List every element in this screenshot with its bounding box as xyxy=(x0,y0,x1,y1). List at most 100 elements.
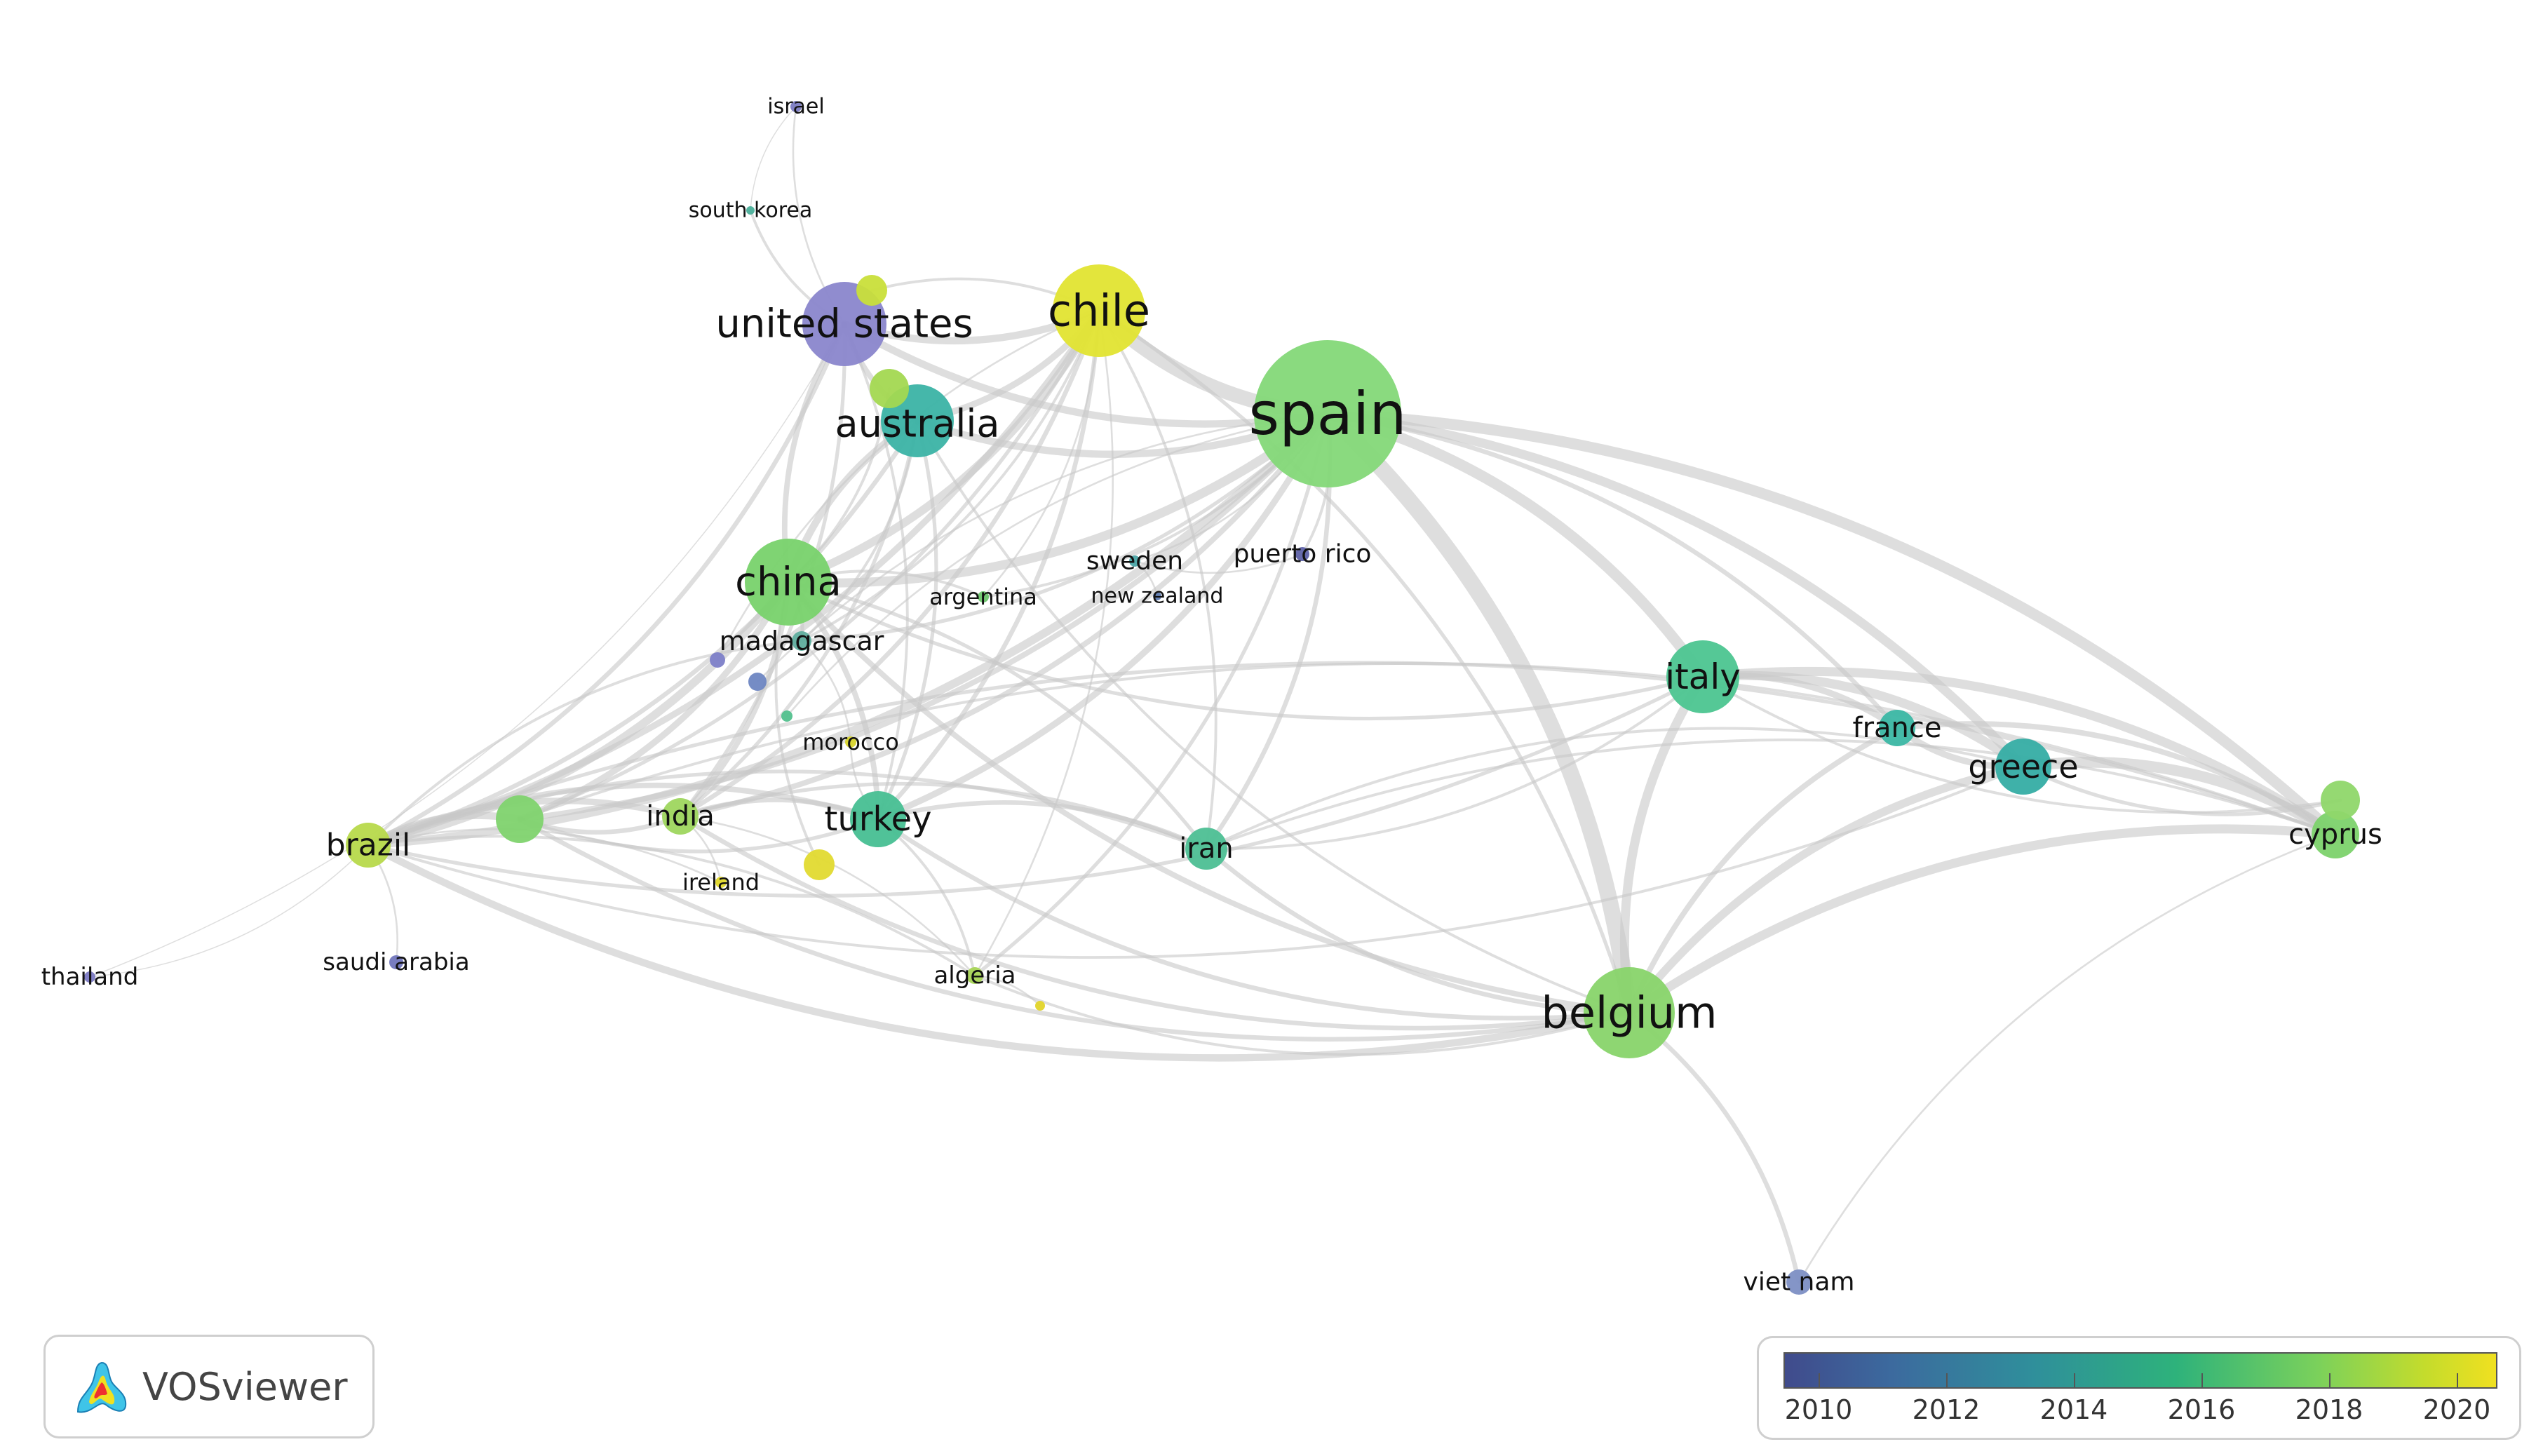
label-madagascar: madagascar xyxy=(720,626,884,656)
links-layer xyxy=(89,105,2342,1285)
label-morocco: morocco xyxy=(802,729,899,755)
link-chile-turkey xyxy=(875,308,1102,822)
link-italy-iran xyxy=(1205,675,1704,850)
labels-layer: spain chile united states australia china bel… xyxy=(41,95,2382,1297)
label-puerto-rico: puerto rico xyxy=(1234,540,1372,569)
label-thailand: thailand xyxy=(41,963,139,991)
legend-tick xyxy=(2329,1373,2331,1389)
legend-tick-label: 2016 xyxy=(2167,1394,2236,1425)
legend-tick-label: 2018 xyxy=(2295,1394,2363,1425)
link-australia-brazil xyxy=(365,418,920,848)
node-iran[interactable] xyxy=(1185,828,1227,870)
node-puerto-rico[interactable] xyxy=(1295,547,1309,561)
link-iran-cyprus xyxy=(1205,738,2337,850)
node-italy[interactable] xyxy=(1666,640,1739,713)
link-belgium-india xyxy=(677,814,1632,1031)
link-spain-france xyxy=(1325,411,1900,731)
legend-tick xyxy=(1946,1373,1948,1389)
link-spain-belgium xyxy=(1319,405,1638,1021)
link-iran-greece xyxy=(1205,727,2025,850)
node-n-yellow-algeria[interactable] xyxy=(1035,1001,1045,1011)
node-new-zealand[interactable] xyxy=(1153,592,1161,600)
node-thailand[interactable] xyxy=(84,971,95,983)
node-viet-nam[interactable] xyxy=(1786,1269,1812,1295)
node-madagascar[interactable] xyxy=(792,631,811,651)
label-algeria: algeria xyxy=(933,962,1016,990)
label-australia: australia xyxy=(835,402,999,446)
label-china: china xyxy=(735,560,842,605)
link-belgium-france xyxy=(1626,725,1900,1016)
node-n-teal-small[interactable] xyxy=(781,710,792,722)
node-cyprus[interactable] xyxy=(2312,811,2359,858)
link-brazil-algeria xyxy=(367,835,976,977)
link-belgium-italy xyxy=(1619,672,1708,1018)
link-n-green-cyprus-italy xyxy=(1701,675,2342,814)
node-belgium[interactable] xyxy=(1584,967,1675,1058)
link-viet-nam-cyprus xyxy=(1798,833,2337,1283)
link-belgium-australia xyxy=(916,419,1631,1014)
link-spain-turkey xyxy=(875,410,1331,823)
legend-tick-label: 2010 xyxy=(1784,1394,1853,1425)
node-spain[interactable] xyxy=(1254,340,1401,487)
node-brazil[interactable] xyxy=(346,823,391,868)
link-brazil-madagascar xyxy=(367,640,803,847)
label-turkey: turkey xyxy=(825,800,932,839)
link-turkey-n-green-west xyxy=(518,817,880,854)
link-belgium-brazil xyxy=(364,841,1633,1062)
link-belgium-iran xyxy=(1203,846,1632,1016)
legend-tick xyxy=(1819,1373,1820,1389)
label-united-states: united states xyxy=(715,302,973,347)
node-china[interactable] xyxy=(745,539,832,626)
node-saudi-arabia[interactable] xyxy=(389,955,403,969)
label-india: india xyxy=(646,800,714,833)
link-china-brazil xyxy=(364,578,792,849)
link-spain-india xyxy=(677,411,1330,819)
node-algeria[interactable] xyxy=(966,967,983,984)
node-south-korea[interactable] xyxy=(746,206,755,215)
link-turkey-iran xyxy=(875,800,1209,851)
label-belgium: belgium xyxy=(1542,987,1718,1039)
legend-tick xyxy=(2457,1373,2458,1389)
link-south-korea-israel xyxy=(750,106,797,211)
link-belgium-viet-nam xyxy=(1626,1010,1802,1285)
node-n-green-cyprus[interactable] xyxy=(2321,781,2360,820)
label-south-korea: south korea xyxy=(689,198,812,223)
label-france: france xyxy=(1853,712,1942,744)
link-n-green-west-cyprus xyxy=(518,661,2337,836)
label-spain: spain xyxy=(1248,379,1406,448)
node-turkey[interactable] xyxy=(850,791,906,847)
link-belgium-china xyxy=(785,579,1632,1016)
logo-text: VOSviewer xyxy=(142,1364,348,1409)
label-italy: italy xyxy=(1665,656,1741,697)
link-belgium-n-green-west xyxy=(517,816,1632,1042)
label-israel: israel xyxy=(767,95,824,119)
link-puerto-rico-sweden xyxy=(1133,553,1304,574)
link-chile-iran xyxy=(1098,309,1218,850)
node-n-purple-1[interactable] xyxy=(710,652,725,668)
node-n-green-australia[interactable] xyxy=(870,369,909,408)
label-viet-nam: viet nam xyxy=(1744,1268,1855,1297)
label-iran: iran xyxy=(1179,833,1233,865)
node-n-yellow-us[interactable] xyxy=(856,275,887,306)
label-argentina: argentina xyxy=(929,584,1037,610)
node-n-green-west[interactable] xyxy=(496,795,544,843)
node-morocco[interactable] xyxy=(845,736,856,748)
link-n-blue-1-spain xyxy=(756,412,1329,683)
node-n-yellow-turkey[interactable] xyxy=(804,849,835,880)
node-ireland[interactable] xyxy=(715,877,727,888)
vosviewer-logo-icon xyxy=(76,1361,127,1413)
node-sweden[interactable] xyxy=(1129,555,1140,567)
node-n-blue-1[interactable] xyxy=(748,673,767,691)
label-greece: greece xyxy=(1968,748,2078,786)
label-ireland: ireland xyxy=(682,869,760,896)
node-israel[interactable] xyxy=(790,101,802,112)
node-greece[interactable] xyxy=(1995,739,2051,795)
label-new-zealand: new zealand xyxy=(1091,584,1224,609)
link-spain-n-green-west xyxy=(517,411,1330,822)
label-chile: chile xyxy=(1048,285,1150,337)
link-greece-brazil xyxy=(367,765,2025,959)
node-chile[interactable] xyxy=(1053,264,1145,357)
node-india[interactable] xyxy=(662,798,699,835)
node-france[interactable] xyxy=(1879,710,1915,746)
node-argentina[interactable] xyxy=(978,591,989,602)
